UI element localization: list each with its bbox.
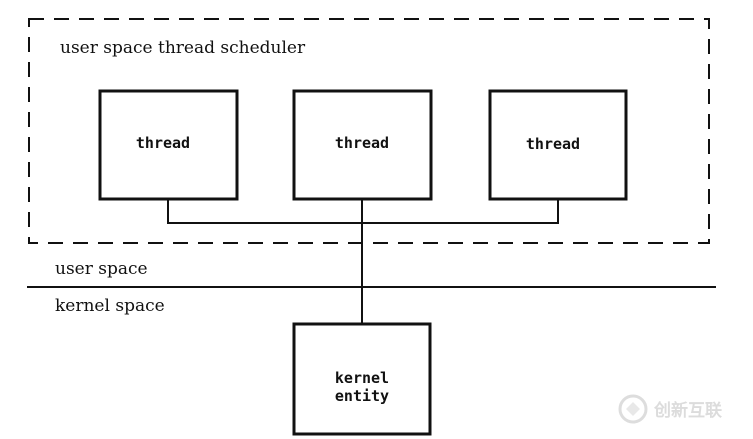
thread-box-2: thread xyxy=(292,89,433,201)
user-space-label: user space xyxy=(55,259,148,279)
kernel-space-label: kernel space xyxy=(55,296,165,316)
thread-box-3-label: thread xyxy=(526,135,580,153)
thread-box-3: thread xyxy=(488,89,628,201)
kernel-entity-box: kernel entity xyxy=(292,322,432,436)
thread-box-1: thread xyxy=(98,89,239,201)
kernel-entity-label-line1: kernel xyxy=(335,369,389,387)
watermark-logo-icon xyxy=(618,394,648,424)
watermark-logo-mark xyxy=(626,402,640,416)
kernel-entity-border xyxy=(292,322,432,436)
space-boundary: user space kernel space xyxy=(27,259,716,316)
watermark: 创新互联 xyxy=(618,394,722,424)
scheduler-label: user space thread scheduler xyxy=(60,38,306,58)
thread-box-3-border xyxy=(488,89,628,201)
scheduler-dashed-border xyxy=(28,18,710,244)
thread-box-1-label: thread xyxy=(136,134,190,152)
watermark-text: 创新互联 xyxy=(653,400,722,421)
scheduler-region: user space thread scheduler xyxy=(28,18,710,244)
kernel-entity-label-line2: entity xyxy=(335,387,389,405)
thread-box-1-border xyxy=(98,89,239,201)
thread-connectors xyxy=(167,199,559,324)
thread-box-2-border xyxy=(292,89,433,201)
thread-box-2-label: thread xyxy=(335,134,389,152)
